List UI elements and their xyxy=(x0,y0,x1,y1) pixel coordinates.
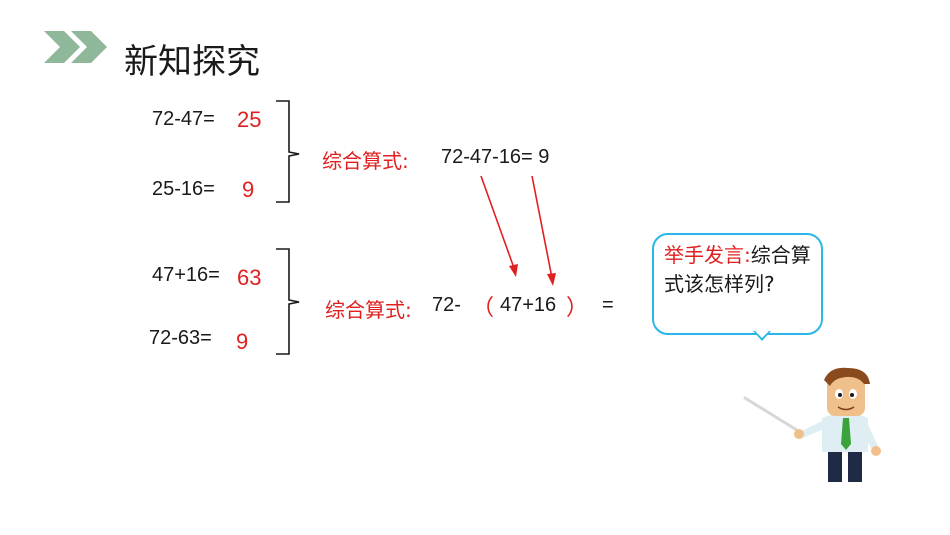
page-title: 新知探究 xyxy=(124,42,260,82)
pointer-stick xyxy=(743,396,802,434)
red-arrow-left xyxy=(480,175,518,277)
group2-line2-answer: 9 xyxy=(236,329,249,354)
group1-combined-label: 综合算式: xyxy=(322,149,409,173)
group2-equals: = xyxy=(602,294,614,316)
paren-open: （ xyxy=(472,296,495,321)
group1-line1-answer: 25 xyxy=(237,107,262,132)
group2-line1-expr: 47+16= xyxy=(152,264,220,286)
group2-paren-inner: 47+16 xyxy=(500,294,557,316)
group1-line2-answer: 9 xyxy=(242,177,255,202)
brace-group2 xyxy=(276,248,300,355)
speech-bubble: 举手发言:综合算式该怎样列? xyxy=(652,233,823,335)
double-chevron-icon xyxy=(44,31,107,63)
brace-group1 xyxy=(276,100,300,203)
speech-bubble-label: 举手发言: xyxy=(664,243,751,267)
group2-line1-answer: 63 xyxy=(237,265,262,290)
group1-line2-expr: 25-16= xyxy=(152,178,215,200)
speech-bubble-tail-inner xyxy=(755,331,769,338)
group1-combined-expr: 72-47-16= 9 xyxy=(441,146,550,168)
group2-line2-expr: 72-63= xyxy=(149,327,212,349)
group2-combined-prefix: 72- xyxy=(432,294,461,316)
teacher-figure-icon xyxy=(794,367,881,482)
paren-close: ） xyxy=(566,296,589,321)
group2-combined-label: 综合算式: xyxy=(325,298,412,322)
red-arrow-right xyxy=(531,175,556,286)
speech-bubble-text: 综合算式该怎样列? xyxy=(664,243,811,296)
group1-line1-expr: 72-47= xyxy=(152,108,215,130)
